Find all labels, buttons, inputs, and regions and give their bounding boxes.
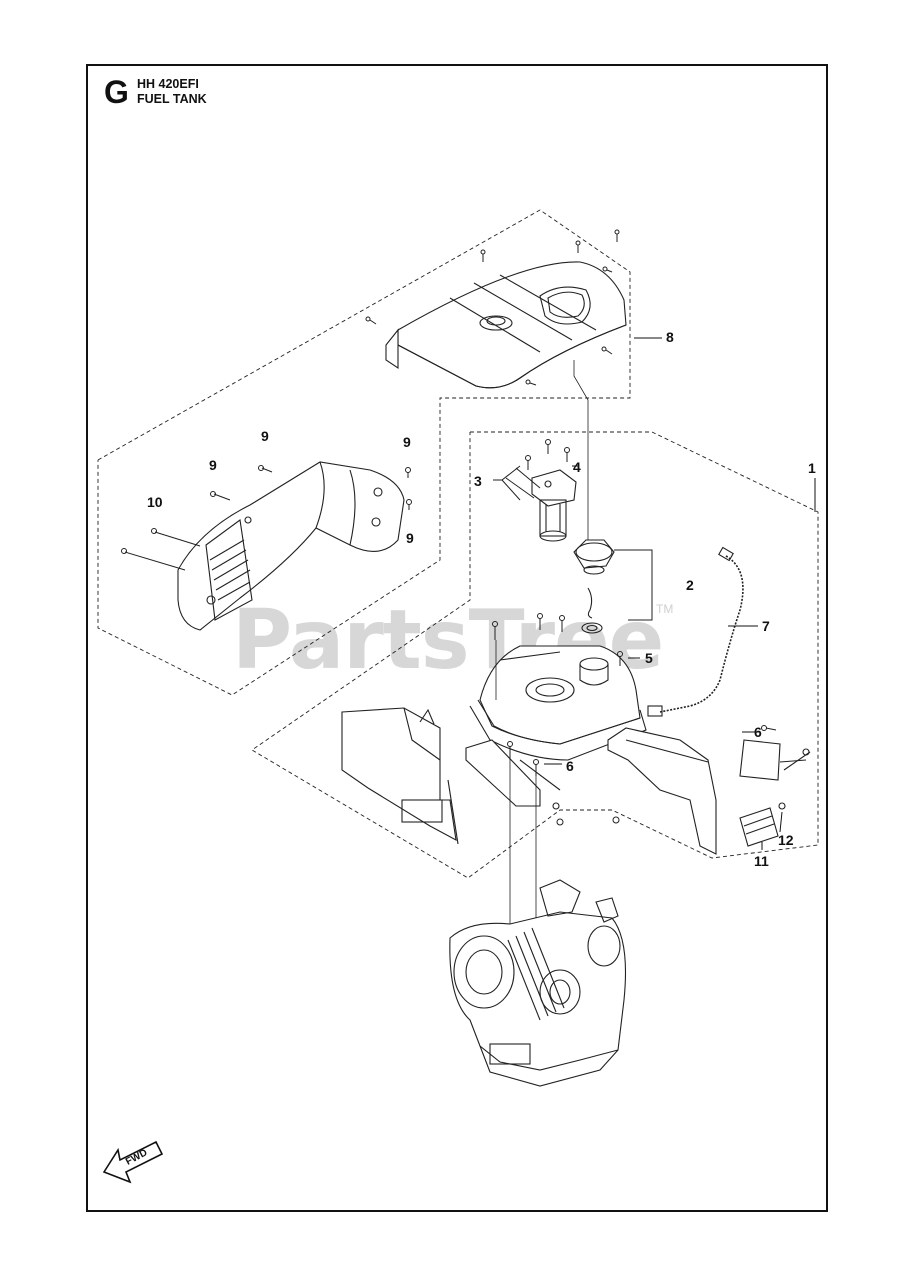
callout-1: 1 — [808, 460, 816, 476]
callout-3: 3 — [474, 473, 482, 489]
regulator-part — [739, 802, 786, 847]
callout-10: 10 — [147, 494, 163, 510]
section-title: FUEL TANK — [137, 92, 207, 106]
group-outline-tank — [251, 431, 819, 879]
callout-9-left: 9 — [209, 457, 217, 473]
heat-shield-part — [341, 707, 459, 845]
watermark-trademark: TM — [656, 602, 674, 616]
fwd-arrow-icon — [102, 1140, 164, 1184]
callout-9-right-bottom: 9 — [406, 530, 414, 546]
engine-block-part — [449, 879, 626, 1087]
callout-11: 11 — [754, 853, 769, 869]
callout-5: 5 — [645, 650, 653, 666]
callout-12: 12 — [778, 832, 794, 848]
callout-6-center: 6 — [566, 758, 574, 774]
tank-bracket-part — [465, 739, 561, 810]
pump-screws — [505, 439, 570, 499]
tank-bolts — [492, 613, 623, 666]
side-shroud-part — [177, 461, 405, 631]
callout-8: 8 — [666, 329, 674, 345]
model-label: HH 420EFI — [137, 77, 199, 91]
callout-4: 4 — [573, 459, 581, 475]
alignment-lines — [495, 640, 537, 930]
wire-harness-part — [647, 546, 744, 717]
fuel-pump-part — [531, 469, 577, 542]
diagram-frame — [86, 64, 828, 1212]
fuel-cap-part — [573, 539, 615, 634]
shroud-bolts — [121, 465, 412, 571]
section-letter: G — [104, 74, 129, 110]
callout-7: 7 — [762, 618, 770, 634]
cover-screws — [365, 229, 620, 386]
right-bracket-part — [607, 727, 811, 855]
small-bolts — [507, 725, 777, 826]
callout-2: 2 — [686, 577, 694, 593]
callout-leaders — [544, 337, 816, 850]
fuel-tank-part — [469, 645, 647, 761]
callout-9-top: 9 — [261, 428, 269, 444]
group-outline-cover — [97, 209, 631, 696]
callout-6-right: 6 — [754, 724, 762, 740]
top-cover-part — [385, 261, 627, 389]
callout-9-right-top: 9 — [403, 434, 411, 450]
